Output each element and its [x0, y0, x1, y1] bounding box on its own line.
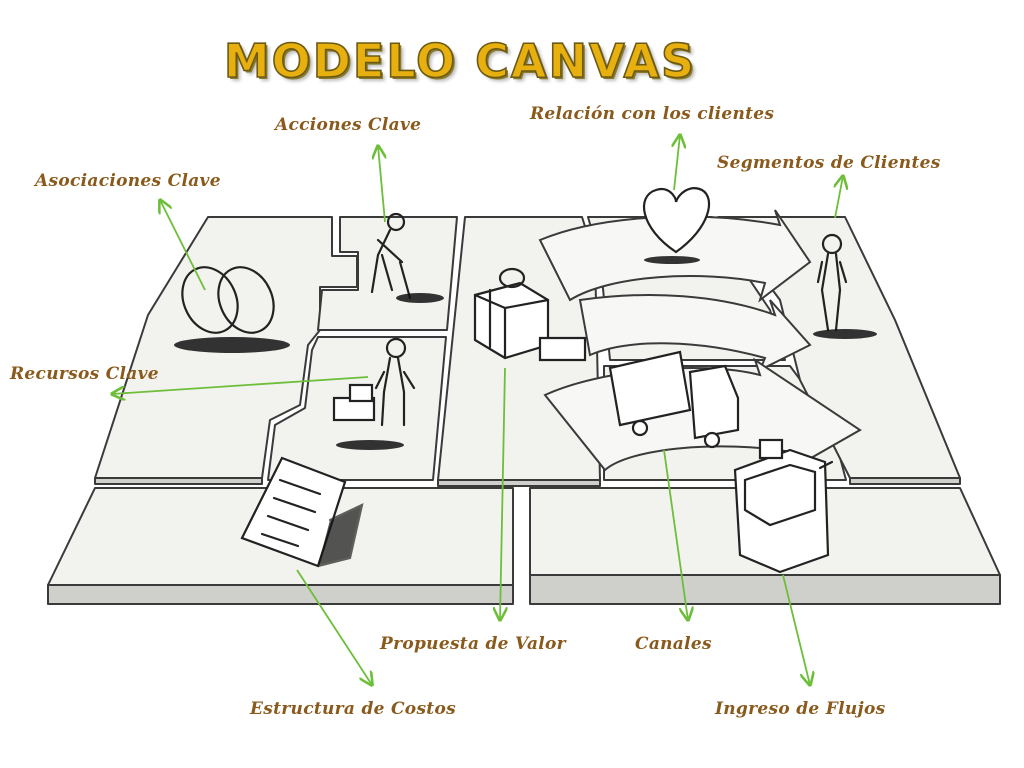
arrow-ingresos: [782, 574, 810, 685]
cash-register-icon: [733, 438, 834, 574]
worker-icon: [370, 212, 444, 303]
label-propuesta-valor: Propuesta de Valor: [380, 634, 566, 654]
label-acciones-clave: Acciones Clave: [275, 115, 422, 135]
page-title: MODELO CANVAS: [223, 33, 697, 89]
label-segmentos-clientes: Segmentos de Clientes: [717, 153, 941, 173]
label-asociaciones-clave: Asociaciones Clave: [35, 171, 221, 191]
arrow-relacion: [674, 135, 680, 191]
arrow-costos: [296, 569, 372, 685]
arrow-canales: [663, 449, 688, 620]
heart-icon: [642, 187, 711, 264]
arrow-asociaciones: [160, 200, 206, 291]
illustrations: [174, 187, 877, 574]
resources-person-icon: [332, 337, 416, 450]
arrow-propuesta: [500, 367, 505, 620]
label-relacion-clientes: Relación con los clientes: [530, 104, 775, 124]
label-recursos-clave: Recursos Clave: [10, 364, 159, 384]
label-estructura-costos: Estructura de Costos: [250, 699, 456, 719]
label-ingreso-flujos: Ingreso de Flujos: [715, 699, 886, 719]
label-canales: Canales: [635, 634, 712, 654]
gift-icon: [473, 267, 587, 362]
arrow-acciones: [378, 146, 385, 223]
customer-person-icon: [813, 233, 877, 339]
truck-icon: [608, 350, 740, 449]
arrow-segmentos: [835, 176, 843, 219]
rings-icon: [174, 266, 290, 353]
document-icon: [240, 456, 364, 568]
label-pointer-arrows: [112, 135, 843, 685]
arrow-recursos: [112, 376, 369, 394]
